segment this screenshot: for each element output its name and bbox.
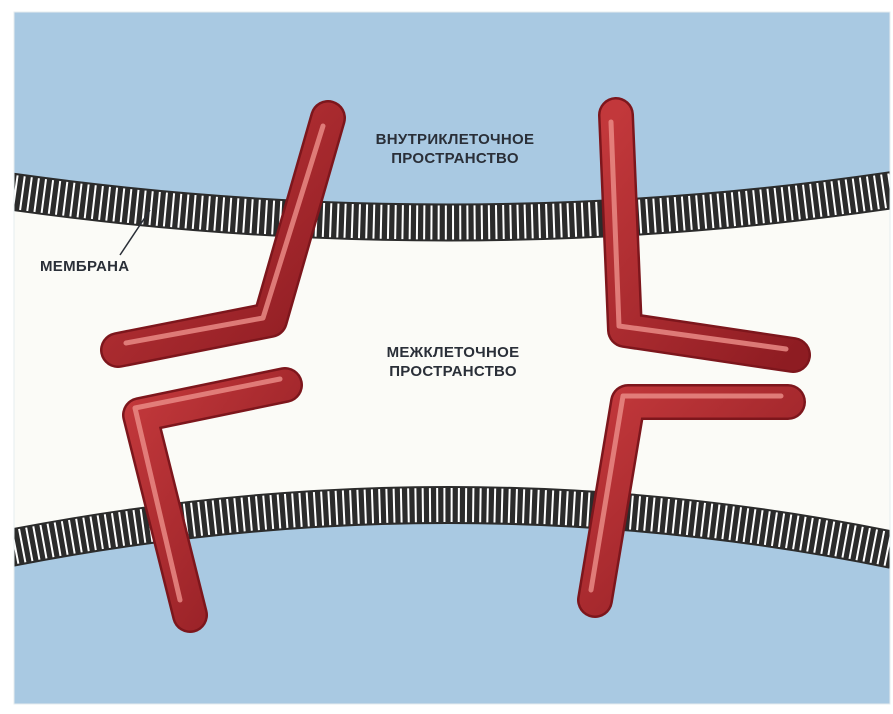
membrane-label: МЕМБРАНА (40, 257, 129, 276)
intracellular-label: ВНУТРИКЛЕТОЧНОЕ ПРОСТРАНСТВО (360, 130, 550, 168)
intracellular-label-line2: ПРОСТРАНСТВО (360, 149, 550, 168)
intercellular-label: МЕЖКЛЕТОЧНОЕ ПРОСТРАНСТВО (368, 343, 538, 381)
intercellular-label-line1: МЕЖКЛЕТОЧНОЕ (368, 343, 538, 362)
intercellular-label-line2: ПРОСТРАНСТВО (368, 362, 538, 381)
intracellular-label-line1: ВНУТРИКЛЕТОЧНОЕ (360, 130, 550, 149)
